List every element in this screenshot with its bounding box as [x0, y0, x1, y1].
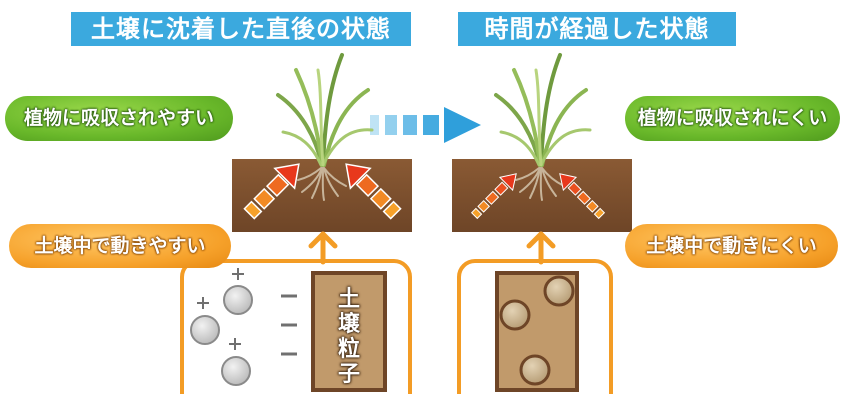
left-soil-mobility-text: 土壌中で動きやすい	[34, 235, 206, 257]
embedded-ions	[499, 275, 575, 386]
left-title-bar: 土壌に沈着した直後の状態	[71, 12, 411, 46]
right-plant-absorption-label: 植物に吸収されにくい	[625, 96, 840, 141]
right-plant-absorption-text: 植物に吸収されにくい	[637, 107, 828, 129]
right-soil-mobility-label: 土壌中で動きにくい	[625, 224, 838, 268]
right-up-arrow	[526, 231, 556, 265]
right-soil-mobility-text: 土壌中で動きにくい	[646, 235, 817, 257]
transition-arrow	[370, 107, 481, 143]
right-title-bar: 時間が経過した状態	[458, 12, 736, 46]
right-title: 時間が経過した状態	[484, 15, 710, 43]
left-up-arrow	[308, 231, 338, 265]
soil-particle-text: 土壌粒子	[337, 287, 360, 387]
left-plant-absorption-label: 植物に吸収されやすい	[5, 96, 233, 141]
soil-particle-label: 土壌粒子	[313, 275, 385, 387]
left-absorb-arrow-left	[243, 163, 300, 220]
left-plant-icon	[276, 53, 374, 201]
minus-signs	[281, 294, 297, 356]
right-absorb-arrow-left	[470, 173, 517, 220]
plus-signs	[197, 268, 244, 350]
left-title: 土壌に沈着した直後の状態	[91, 15, 391, 43]
left-soil-particle	[311, 271, 387, 392]
right-absorb-arrow-right	[559, 173, 606, 220]
left-absorb-arrow-right	[345, 163, 402, 220]
cation-ions	[190, 285, 253, 386]
left-detail-frame	[180, 259, 412, 394]
right-plant-icon	[494, 53, 592, 201]
left-plant-absorption-text: 植物に吸収されやすい	[23, 107, 214, 129]
left-soil-mobility-label: 土壌中で動きやすい	[9, 224, 231, 268]
right-detail-frame	[457, 259, 613, 394]
